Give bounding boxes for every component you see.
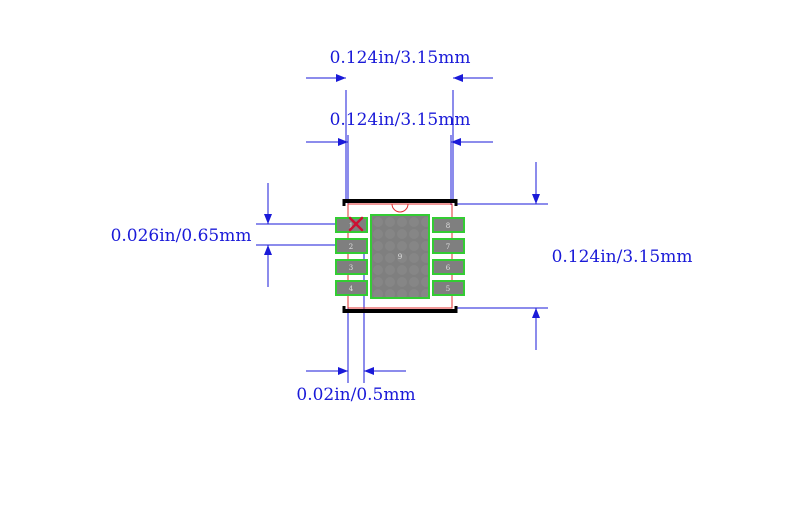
pad-left-2: 2 — [335, 238, 368, 254]
thermal-pad: 9 — [370, 214, 430, 299]
pad-number: 3 — [349, 264, 353, 272]
pad-left-4: 4 — [335, 280, 368, 296]
pad-number: 6 — [446, 264, 451, 272]
dimension-top-outer-label: 0.124in/3.15mm — [330, 48, 471, 68]
dimension-height — [455, 162, 548, 350]
dimension-pitch-label: 0.026in/0.65mm — [111, 226, 252, 246]
pad-right-7: 7 — [432, 238, 465, 254]
pad-right-6: 6 — [432, 259, 465, 275]
pad-number: 2 — [349, 243, 353, 251]
dimension-pad-width-label: 0.02in/0.5mm — [296, 385, 415, 405]
pin1-marker-icon — [348, 216, 364, 232]
pad-right-5: 5 — [432, 280, 465, 296]
pad-number: 8 — [446, 222, 450, 230]
pad-right-8: 8 — [432, 217, 465, 233]
pin1-notch — [391, 203, 409, 213]
dimension-pitch — [256, 183, 345, 287]
pad-number: 7 — [446, 243, 450, 251]
pad-number: 5 — [446, 285, 450, 293]
dimension-top-inner-label: 0.124in/3.15mm — [330, 110, 471, 130]
pad-number: 1 — [349, 222, 353, 230]
pad-number: 4 — [349, 285, 354, 293]
thermal-pad-number: 9 — [398, 253, 402, 261]
pad-left-3: 3 — [335, 259, 368, 275]
dimension-height-label: 0.124in/3.15mm — [552, 247, 693, 267]
courtyard-outline — [347, 203, 453, 309]
package-body — [342, 199, 458, 313]
dimension-top-outer — [306, 74, 493, 200]
dimension-top-inner — [306, 135, 493, 205]
